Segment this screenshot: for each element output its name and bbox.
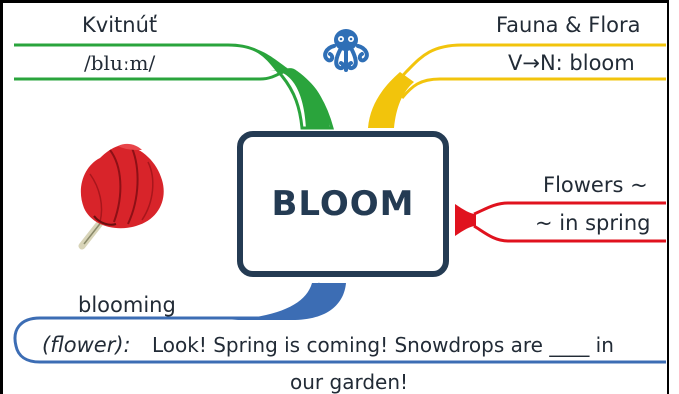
yellow-branch: [368, 43, 666, 129]
center-word: BLOOM: [271, 184, 415, 224]
green-branch: [14, 43, 334, 130]
word-class-label: V→N: bloom: [508, 51, 635, 75]
frame-top-border: [0, 0, 669, 3]
red-tulip-icon: [78, 143, 164, 250]
example-sentence-line1: Look! Spring is coming! Snowdrops are __…: [152, 333, 614, 357]
red-branch: [455, 201, 666, 243]
blooming-label: blooming: [78, 293, 176, 317]
example-sentence-line2: our garden!: [290, 370, 409, 394]
octopus-logo-icon: [323, 29, 369, 72]
blue-branch: [13, 282, 666, 364]
frame-right-border: [667, 0, 669, 394]
center-node: BLOOM: [237, 131, 449, 277]
frame-left-border: [0, 0, 3, 394]
example-prefix: (flower):: [42, 333, 131, 357]
pronunciation-label: /bluːm/: [84, 51, 156, 75]
fauna-flora-label: Fauna & Flora: [496, 13, 641, 37]
flowers-label: Flowers ~: [543, 173, 648, 197]
kvitnut-label: Kvitnúť: [82, 13, 158, 37]
in-spring-label: ~ in spring: [535, 211, 651, 235]
